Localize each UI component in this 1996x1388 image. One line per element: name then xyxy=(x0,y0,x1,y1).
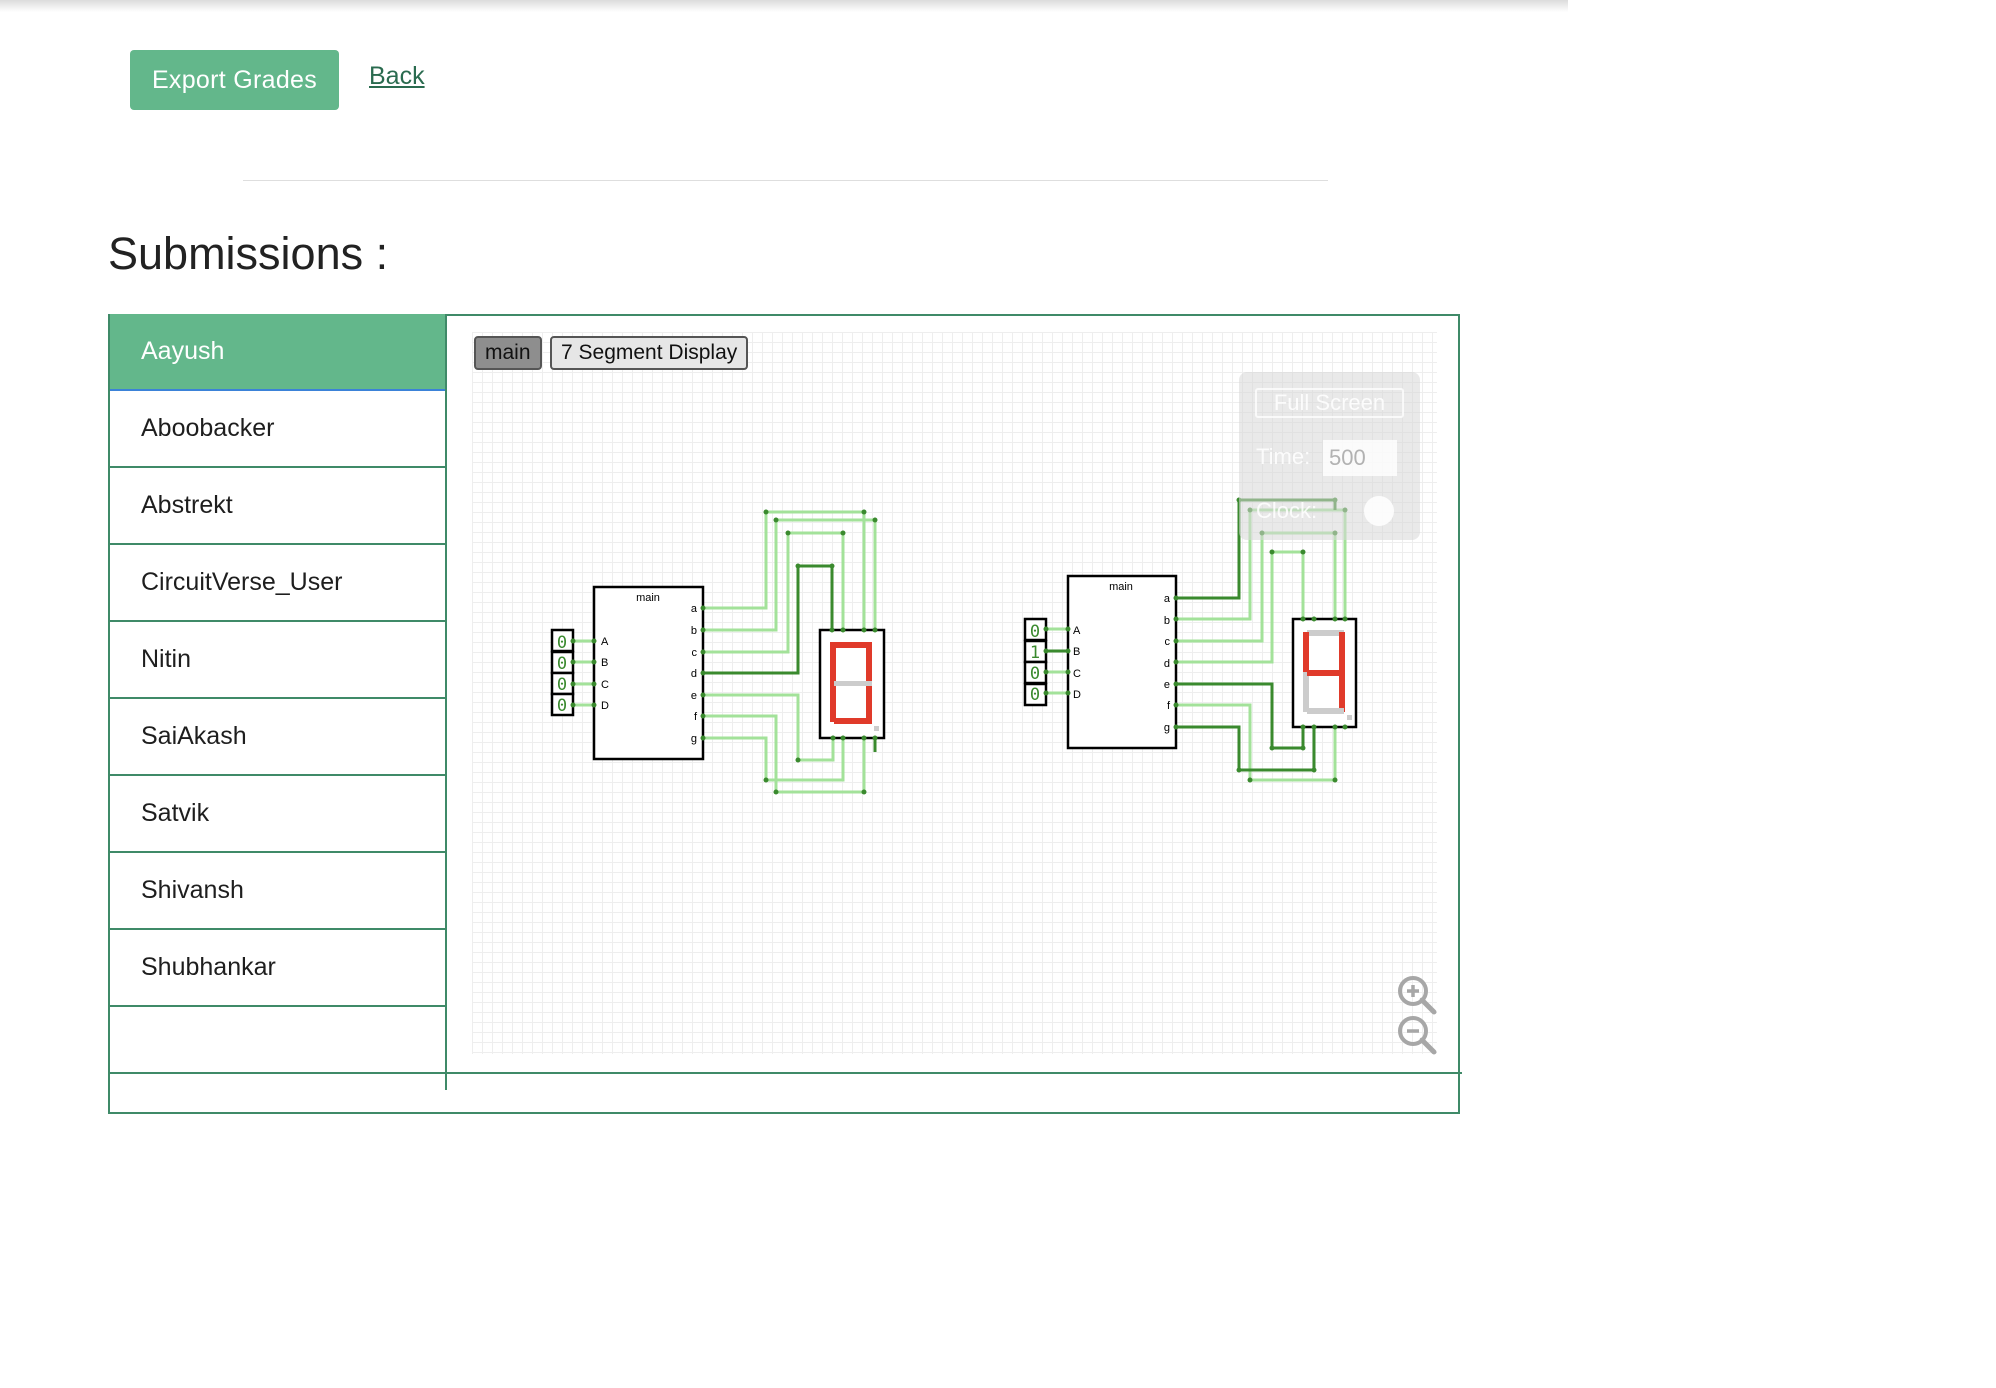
tab-main[interactable]: main xyxy=(474,336,542,370)
circuit-1-inputs: 0 0 0 0 xyxy=(550,628,575,717)
fullscreen-button[interactable]: Full Screen xyxy=(1255,388,1404,418)
user-item-saiakash[interactable]: SaiAkash xyxy=(110,699,445,776)
panel-bottom-border xyxy=(108,1072,1462,1074)
circuit-1-output-labels: a b c d e f g xyxy=(691,603,698,745)
time-label: Time: xyxy=(1256,444,1311,469)
circuit-1-label-out-g: g xyxy=(691,733,697,745)
circuit-1-subcircuit[interactable] xyxy=(592,585,705,761)
time-input[interactable] xyxy=(1323,440,1397,476)
circuit-2-label-c: C xyxy=(1073,668,1081,680)
user-item-circuitverse-user[interactable]: CircuitVerse_User xyxy=(110,545,445,622)
page-title: Submissions : xyxy=(108,228,389,279)
circuit-1-label-out-e: e xyxy=(691,690,697,702)
tab-7-segment-display[interactable]: 7 Segment Display xyxy=(550,336,749,370)
circuit-1-nodes xyxy=(570,509,878,795)
circuit-1-input-labels: A B C D xyxy=(601,636,609,712)
circuit-2-input-labels: A B C D xyxy=(1073,625,1081,701)
user-item-shivansh[interactable]: Shivansh xyxy=(110,853,445,930)
clock-label: Clock: xyxy=(1256,498,1318,523)
user-item-satvik[interactable]: Satvik xyxy=(110,776,445,853)
circuit-1-subcircuit-label: main xyxy=(636,592,660,604)
circuit-2-label-d: D xyxy=(1073,689,1081,701)
circuit-1: 0 0 0 0 main A B C D a b c d e f g xyxy=(550,509,886,795)
circuit-2-label-out-g: g xyxy=(1164,722,1170,734)
zoom-out-icon[interactable] xyxy=(1396,1014,1438,1056)
export-grades-button[interactable]: Export Grades xyxy=(130,50,339,110)
circuit-2-nodes xyxy=(1043,497,1348,783)
circuit-2-label-b: B xyxy=(1073,646,1080,658)
zoom-in-icon[interactable] xyxy=(1396,974,1438,1016)
circuit-1-input-d-value[interactable]: 0 xyxy=(557,696,567,716)
circuit-2-input-a-value[interactable]: 0 xyxy=(1030,622,1040,642)
circuit-1-seven-segment-display[interactable] xyxy=(818,628,886,740)
top-shadow xyxy=(0,0,1568,12)
circuit-2-subcircuit[interactable] xyxy=(1066,574,1178,750)
circuit-drawing: 0 0 0 0 main A B C D a b c d e f g xyxy=(550,497,1358,795)
circuit-2: 0 1 0 0 main A B C D a b c d e f g xyxy=(1023,497,1358,783)
user-item-abstrekt[interactable]: Abstrekt xyxy=(110,468,445,545)
circuit-2-output-labels: a b c d e f g xyxy=(1164,593,1171,734)
circuit-1-label-d: D xyxy=(601,700,609,712)
circuit-1-label-b: B xyxy=(601,657,608,669)
circuit-2-label-out-a: a xyxy=(1164,593,1171,605)
circuit-1-label-out-a: a xyxy=(691,603,698,615)
circuit-2-input-b-value[interactable]: 1 xyxy=(1030,643,1040,663)
user-item-nitin[interactable]: Nitin xyxy=(110,622,445,699)
circuit-2-label-a: A xyxy=(1073,625,1081,637)
circuit-2-label-out-f: f xyxy=(1167,700,1171,712)
simulator-controls-panel: Full Screen Time: Clock: xyxy=(1239,372,1420,540)
circuit-2-label-out-b: b xyxy=(1164,615,1170,627)
circuit-1-label-out-b: b xyxy=(691,625,697,637)
back-link[interactable]: Back xyxy=(369,62,425,90)
divider xyxy=(243,180,1328,181)
user-item-aboobacker[interactable]: Aboobacker xyxy=(110,391,445,468)
circuit-2-input-d-value[interactable]: 0 xyxy=(1030,685,1040,705)
user-list: Aayush Aboobacker Abstrekt CircuitVerse_… xyxy=(108,314,447,1090)
circuit-1-input-c-value[interactable]: 0 xyxy=(557,675,567,695)
circuit-2-subcircuit-label: main xyxy=(1109,581,1133,593)
circuit-2-inputs: 0 1 0 0 xyxy=(1023,617,1048,707)
circuit-2-label-out-e: e xyxy=(1164,679,1170,691)
user-item-aayush[interactable]: Aayush xyxy=(110,314,445,391)
circuit-1-label-out-f: f xyxy=(694,711,698,723)
clock-toggle[interactable] xyxy=(1364,496,1394,526)
circuit-2-input-c-value[interactable]: 0 xyxy=(1030,664,1040,684)
user-item-shubhankar[interactable]: Shubhankar xyxy=(110,930,445,1007)
circuit-2-label-out-d: d xyxy=(1164,658,1170,670)
circuit-1-label-c: C xyxy=(601,679,609,691)
circuit-2-label-out-c: c xyxy=(1165,636,1171,648)
circuit-1-input-b-value[interactable]: 0 xyxy=(557,654,567,674)
circuit-1-label-out-c: c xyxy=(692,647,698,659)
circuit-1-label-a: A xyxy=(601,636,609,648)
circuit-1-input-a-value[interactable]: 0 xyxy=(557,633,567,653)
circuit-2-seven-segment-display[interactable] xyxy=(1291,617,1358,729)
circuit-1-label-out-d: d xyxy=(691,668,697,680)
